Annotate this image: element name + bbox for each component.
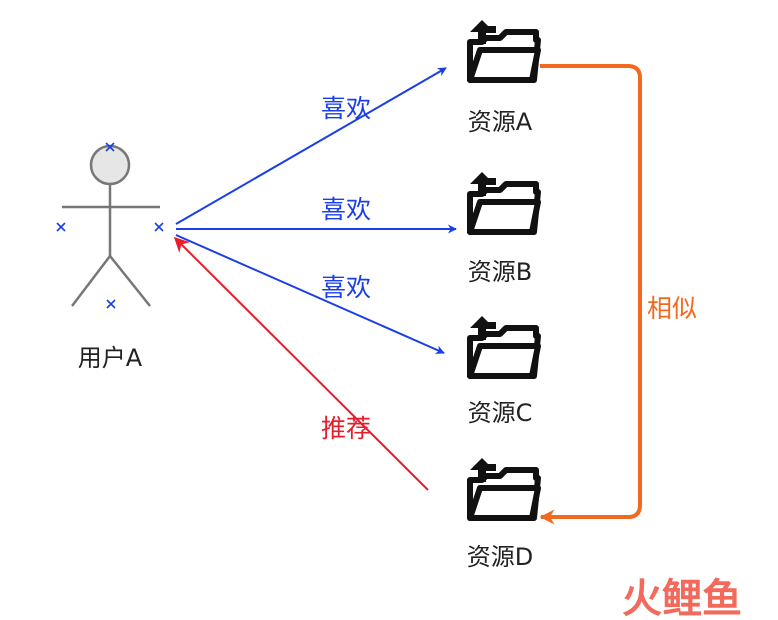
edge-label-like-b: 喜欢	[321, 195, 371, 224]
edge-recommend: 推荐	[173, 236, 429, 491]
resource-node-c: 资源C	[468, 316, 538, 427]
resource-label-b: 资源B	[468, 258, 532, 286]
edge-like-a: 喜欢	[175, 67, 447, 225]
edge-label-like-c: 喜欢	[321, 273, 371, 302]
resource-node-a: 资源A	[468, 20, 538, 136]
watermark-text: 火鲤鱼	[622, 576, 742, 620]
edge-like-b: 喜欢	[176, 195, 457, 234]
folder-upload-icon	[470, 316, 538, 376]
resource-node-b: 资源B	[468, 172, 538, 286]
stick-figure-actor-icon	[56, 142, 164, 309]
resource-label-d: 资源D	[467, 543, 533, 571]
watermark-logo: 火鲤鱼	[622, 576, 742, 620]
resource-label-c: 资源C	[468, 399, 533, 427]
edge-label-similar: 相似	[647, 294, 697, 323]
user-label: 用户A	[78, 344, 143, 372]
edge-label-recommend: 推荐	[321, 414, 371, 443]
folder-upload-icon	[470, 20, 538, 80]
resource-node-d: 资源D	[467, 458, 538, 571]
folder-upload-icon	[470, 458, 538, 518]
edge-similar: 相似	[539, 64, 697, 525]
resource-label-a: 资源A	[468, 108, 533, 136]
edge-like-c: 喜欢	[175, 234, 445, 354]
edge-label-like-a: 喜欢	[321, 94, 371, 123]
folder-upload-icon	[470, 172, 538, 232]
user-actor: 用户A	[56, 142, 164, 372]
